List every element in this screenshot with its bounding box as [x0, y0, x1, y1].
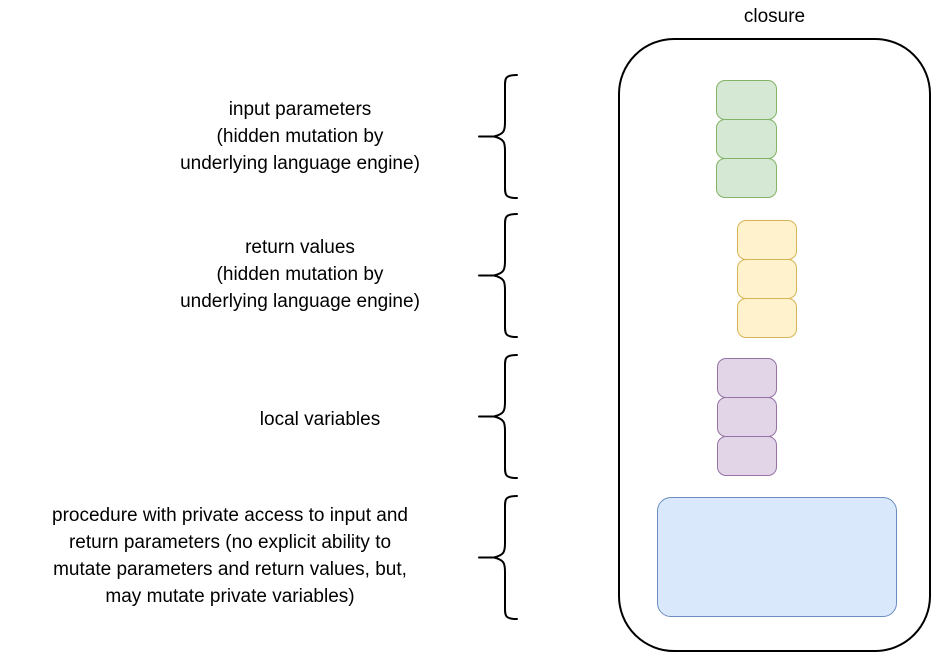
local-variable-box — [717, 397, 777, 437]
procedure-box — [657, 497, 897, 617]
return-values-stack — [737, 220, 797, 338]
return-value-box — [737, 220, 797, 260]
closure-title: closure — [743, 6, 806, 27]
label-input-parameters: input parameters (hidden mutation by und… — [180, 99, 420, 174]
curly-brace-icon — [478, 74, 518, 199]
local-variable-box — [717, 358, 777, 398]
curly-brace-icon — [478, 495, 518, 620]
curly-brace-icon — [478, 213, 518, 338]
input-parameter-box — [716, 80, 777, 120]
input-parameters-stack — [716, 80, 777, 198]
label-local-variables: local variables — [259, 409, 381, 430]
local-variables-stack — [717, 358, 777, 476]
input-parameter-box — [716, 119, 777, 159]
return-value-box — [737, 298, 797, 338]
local-variable-box — [717, 436, 777, 476]
label-procedure: procedure with private access to input a… — [52, 505, 408, 607]
closure-container — [618, 38, 931, 652]
input-parameter-box — [716, 158, 777, 198]
return-value-box — [737, 259, 797, 299]
curly-brace-icon — [478, 354, 518, 479]
label-return-values: return values (hidden mutation by underl… — [180, 237, 420, 312]
